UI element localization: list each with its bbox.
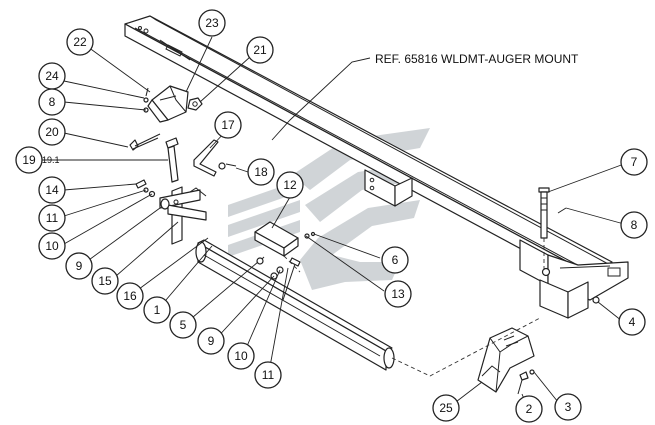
washer-8 [557, 207, 567, 214]
svg-text:6: 6 [392, 253, 399, 267]
callout-16: 16 [116, 282, 144, 310]
callout-20: 20 [38, 118, 66, 146]
callout-10-lower: 10 [227, 342, 255, 370]
bolt-20 [129, 133, 161, 151]
callout-21: 21 [246, 36, 274, 64]
svg-text:3: 3 [565, 400, 572, 414]
callout-13: 13 [384, 280, 412, 308]
callout-4: 4 [618, 308, 646, 336]
svg-text:9: 9 [208, 334, 215, 348]
pin-7 [538, 187, 550, 239]
svg-text:8: 8 [631, 218, 638, 232]
svg-text:9: 9 [76, 259, 83, 273]
svg-text:24: 24 [45, 69, 59, 83]
svg-text:22: 22 [73, 35, 87, 49]
bolt-14 [135, 179, 147, 189]
callout-5: 5 [169, 311, 197, 339]
bolt-2 [517, 371, 529, 395]
svg-text:20: 20 [45, 125, 59, 139]
callout-7: 7 [620, 148, 648, 176]
clip-18 [218, 162, 237, 170]
reference-note: REF. 65816 WLDMT-AUGER MOUNT [375, 52, 579, 66]
svg-text:4: 4 [629, 315, 636, 329]
callout-23: 23 [198, 9, 226, 37]
callout-9-upper: 9 [65, 252, 93, 280]
nut-21 [187, 97, 203, 111]
plate-12 [254, 221, 299, 257]
svg-text:2: 2 [526, 402, 533, 416]
svg-text:10: 10 [45, 239, 59, 253]
svg-text:11: 11 [46, 211, 59, 225]
clamp-23 [147, 85, 189, 123]
nut-3 [529, 369, 535, 375]
callout-14: 14 [38, 176, 66, 204]
callout-10-upper: 10 [38, 232, 66, 260]
svg-text:23: 23 [205, 16, 219, 30]
handle-pin-17 [193, 139, 219, 177]
auger-mount-beam [124, 15, 629, 319]
svg-text:12: 12 [283, 178, 297, 192]
svg-text:5: 5 [180, 318, 187, 332]
callout-3: 3 [554, 393, 582, 421]
bolt-24 [143, 87, 149, 103]
svg-text:14: 14 [45, 183, 59, 197]
callout-15: 15 [91, 267, 119, 295]
callout-1: 1 [143, 296, 171, 324]
post-15 [159, 186, 207, 245]
svg-text:8: 8 [49, 95, 56, 109]
callout-8-upper: 8 [38, 88, 66, 116]
svg-text:10: 10 [234, 349, 248, 363]
callout-2: 2 [515, 395, 543, 423]
assembly-line-plate [283, 255, 301, 273]
svg-text:17: 17 [221, 118, 235, 132]
leader-lines [42, 36, 625, 410]
callout-17: 17 [214, 111, 242, 139]
svg-text:7: 7 [631, 155, 638, 169]
cross-tube-1 [195, 239, 395, 371]
assembly-line-bracket [391, 317, 541, 377]
callout-19-1: 19.1 [42, 155, 60, 165]
callout-11-lower: 11 [254, 361, 282, 389]
callout-19: 19 [15, 146, 43, 174]
svg-text:21: 21 [253, 43, 267, 57]
callout-12: 12 [276, 171, 304, 199]
svg-text:19: 19 [22, 153, 36, 167]
callout-9-lower: 9 [197, 327, 225, 355]
callout-6: 6 [381, 246, 409, 274]
callout-25: 25 [432, 394, 460, 422]
shaft-19 [165, 137, 179, 183]
callout-22: 22 [66, 28, 94, 56]
svg-text:16: 16 [123, 289, 137, 303]
svg-text:13: 13 [391, 287, 405, 301]
callout-8-right: 8 [620, 211, 648, 239]
svg-text:25: 25 [439, 401, 453, 415]
svg-text:15: 15 [98, 274, 112, 288]
svg-text:1: 1 [154, 303, 161, 317]
svg-text:11: 11 [262, 368, 275, 382]
bolt-6 [304, 231, 316, 239]
callout-18: 18 [247, 158, 275, 186]
svg-text:18: 18 [254, 165, 268, 179]
callout-24: 24 [38, 62, 66, 90]
bolt-11-lower [282, 257, 301, 301]
bolt-5-lower [256, 256, 265, 265]
clamp-25 [477, 327, 535, 393]
callout-11-upper: 11 [38, 204, 66, 232]
